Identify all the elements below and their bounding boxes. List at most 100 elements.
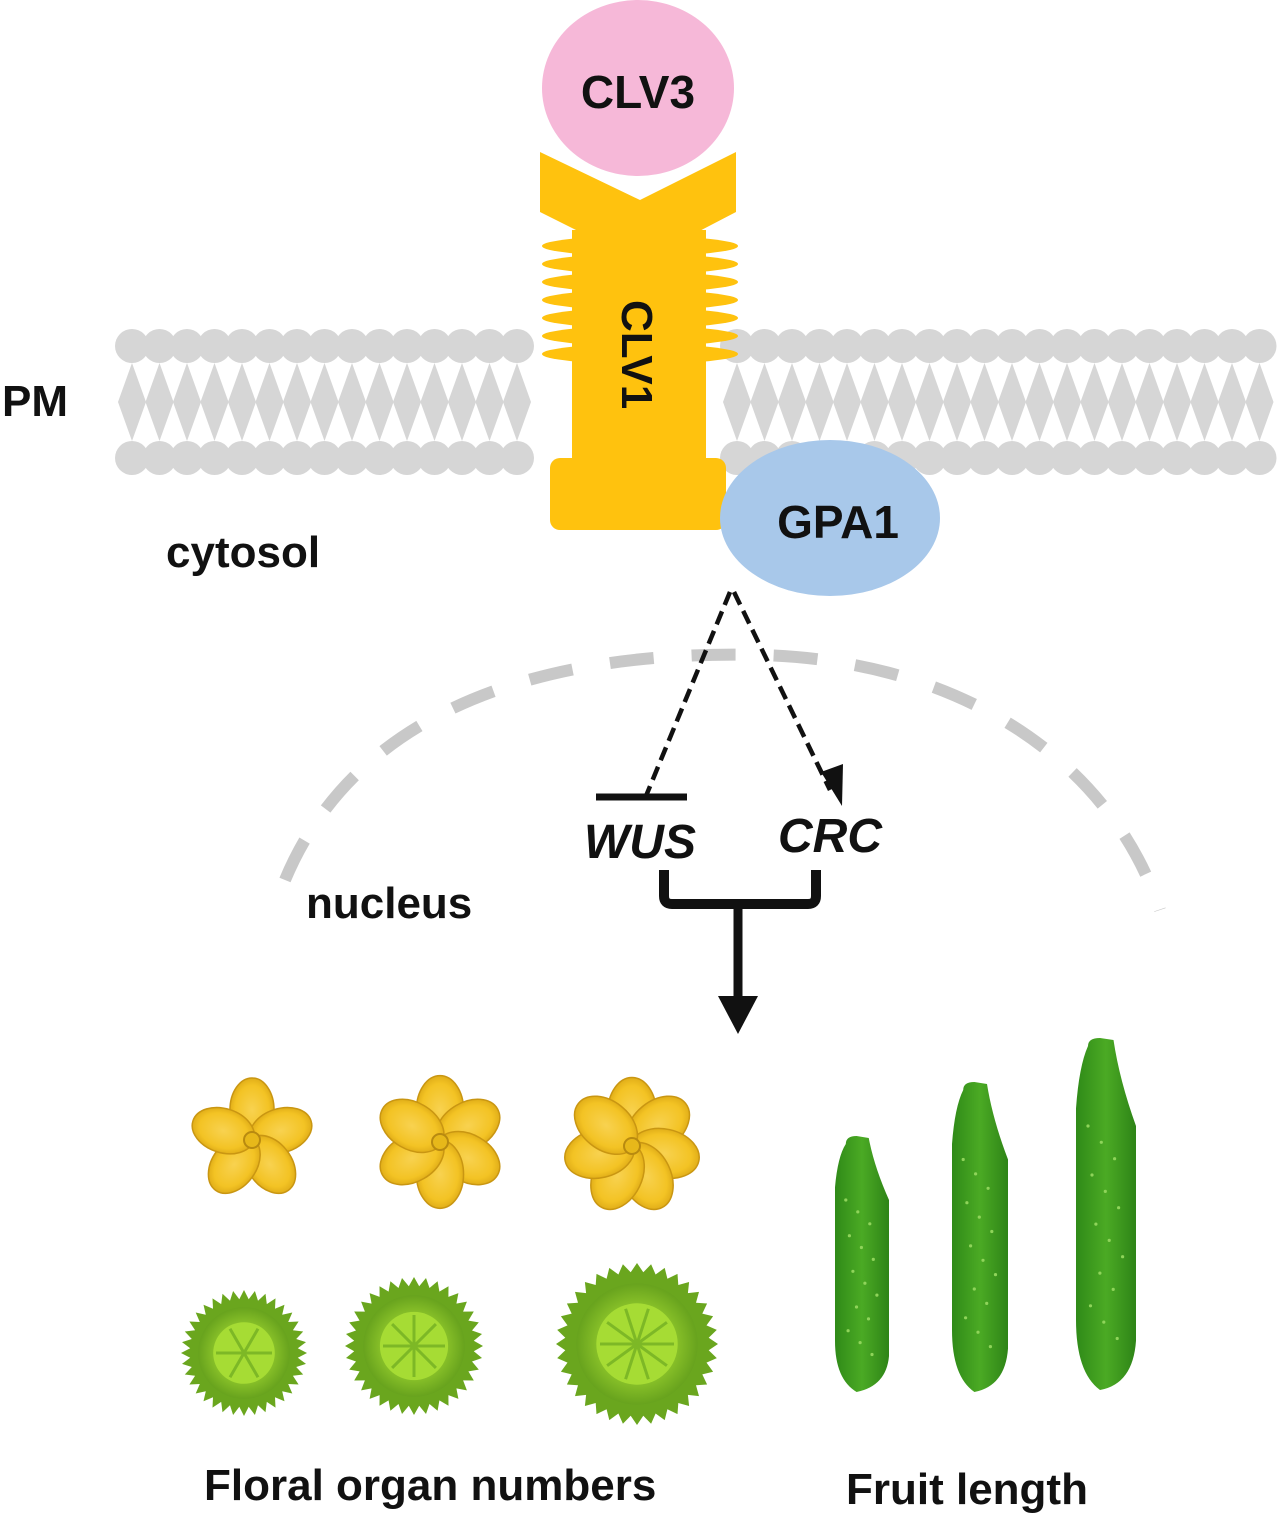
lipid-head [747, 329, 782, 363]
carpel-line [636, 1342, 668, 1367]
lipid-head [197, 329, 232, 363]
lipid-tail [723, 363, 751, 441]
carpel-line [412, 1323, 437, 1348]
lipid-head [362, 441, 397, 475]
lipid-tail [888, 363, 916, 441]
ovary-image [345, 1277, 483, 1415]
fruit-spine [863, 1281, 867, 1285]
lipid-head [802, 329, 837, 363]
lipid-tail [338, 363, 366, 441]
wus-gene-label: WUS [584, 816, 696, 869]
flower-center [431, 1133, 449, 1151]
lipid-head [857, 329, 892, 363]
lipid-head [307, 441, 342, 475]
fruit-spine [1111, 1287, 1115, 1291]
fruit-spine [969, 1244, 973, 1248]
lipid-head [1105, 441, 1139, 475]
fruit-image [835, 1136, 889, 1392]
flower-center [623, 1137, 641, 1155]
carpel-line [242, 1328, 260, 1354]
lipid-tail [1163, 363, 1191, 441]
nuclear-envelope [279, 648, 1166, 912]
ovary-cross-section-row [181, 1263, 718, 1425]
lipid-head [1160, 329, 1194, 363]
fruit-spine [974, 1172, 978, 1176]
lipid-head [445, 329, 479, 363]
lipid-tail [1080, 363, 1109, 441]
crc-gene-label: CRC [778, 810, 883, 863]
receptor-kinase-domain [550, 458, 726, 530]
fruit-spine [859, 1245, 864, 1250]
lipid-tail [1135, 363, 1164, 441]
fruit-spine [1090, 1173, 1094, 1177]
fruit-spine [988, 1345, 993, 1349]
lipid-head [252, 441, 287, 475]
lipid-head [472, 441, 507, 475]
pm-label: PM [2, 377, 68, 426]
fruit-spine [1121, 1255, 1125, 1259]
gpa1-ellipse [720, 440, 940, 596]
lipid-tail [750, 363, 779, 441]
lipid-head [280, 441, 314, 475]
lipid-head [995, 329, 1029, 363]
fruit-spine [1115, 1336, 1119, 1341]
fruit-spine [976, 1330, 980, 1334]
fruit-row [835, 1038, 1136, 1392]
fruit-length-caption: Fruit length [846, 1465, 1088, 1514]
lipid-head [1215, 329, 1249, 363]
lipid-head [170, 441, 204, 475]
lipid-head [940, 441, 974, 475]
fruit-spine [1099, 1140, 1103, 1144]
lipid-tail [255, 363, 284, 441]
lipid-head [115, 329, 149, 363]
fruit-spine [1113, 1157, 1117, 1161]
lipid-head [335, 441, 369, 475]
lipid-head [197, 441, 232, 475]
fruit-spine [844, 1198, 848, 1202]
lipid-head [912, 329, 947, 363]
ovary-image [181, 1290, 307, 1416]
lipid-head [500, 441, 534, 475]
carpel-line [635, 1343, 650, 1380]
down-arrowhead [718, 996, 758, 1034]
carpel-line [624, 1308, 639, 1345]
fruit-spine [1094, 1222, 1098, 1226]
lipid-tail [448, 363, 476, 441]
lipid-tail [420, 363, 449, 441]
lipid-head [1050, 441, 1084, 475]
lipid-head [472, 329, 507, 363]
flower-image [564, 1076, 700, 1211]
clv3-circle [542, 0, 734, 176]
fruit-image [1076, 1038, 1136, 1390]
lipid-tail [860, 363, 889, 441]
lipid-head [1077, 441, 1112, 475]
lipid-tail [145, 363, 174, 441]
flower-center [243, 1131, 261, 1149]
lipid-tail [915, 363, 944, 441]
ovary-image [556, 1263, 718, 1425]
lipid-head [335, 329, 369, 363]
flower-row [191, 1074, 700, 1211]
lipid-head [1105, 329, 1139, 363]
clv1-label: CLV1 [612, 300, 661, 409]
lipid-head [967, 441, 1002, 475]
cucumber [835, 1136, 889, 1392]
lipid-head [142, 441, 177, 475]
lipid-tail [1190, 363, 1219, 441]
lipid-head [1022, 329, 1057, 363]
lipid-head [1187, 441, 1222, 475]
lipid-tail [393, 363, 421, 441]
lipid-head [720, 441, 754, 475]
fruit-spine [1086, 1124, 1090, 1128]
lipid-tail [833, 363, 861, 441]
arrowhead-crc [821, 764, 843, 806]
fruit-spine [851, 1269, 855, 1273]
carpel-line [242, 1352, 260, 1378]
cucumber [952, 1082, 1008, 1392]
fruit-spine [990, 1229, 994, 1234]
lipid-tail [310, 363, 339, 441]
flower-image [191, 1077, 313, 1195]
fruit-spine [1107, 1238, 1111, 1242]
fruit-spine [846, 1329, 850, 1333]
